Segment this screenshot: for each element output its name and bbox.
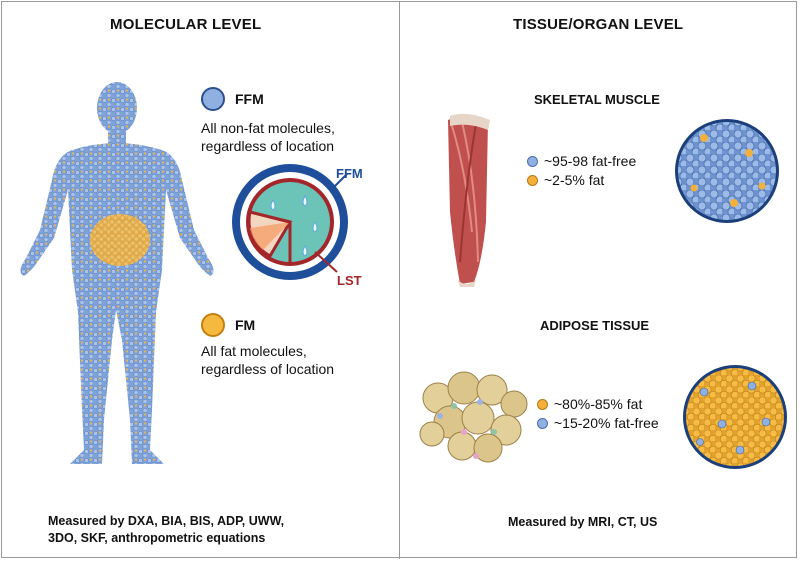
skeletal-muscle-illustration (448, 113, 490, 287)
muscle-legend-fat-free-text: ~95-98 fat-free (544, 153, 637, 169)
skeletal-muscle-title: SKELETAL MUSCLE (534, 92, 660, 107)
fat-free-dot-icon (537, 417, 548, 429)
ffm-description-line2: regardless of location (201, 138, 335, 154)
fm-circle-icon (201, 313, 225, 337)
left-footer-line1: Measured by DXA, BIA, BIS, ADP, UWW, (48, 514, 285, 528)
muscle-legend-fat-text: ~2-5% fat (544, 172, 605, 188)
fm-description-line1: All fat molecules, (201, 343, 307, 359)
human-body-illustration (20, 82, 214, 464)
fat-dot-icon (537, 398, 548, 410)
muscle-molecule-circle (675, 119, 779, 223)
fm-label: FM (235, 317, 256, 333)
adipose-tissue-title: ADIPOSE TISSUE (540, 318, 650, 333)
fm-description-line2: regardless of location (201, 361, 335, 377)
adipose-legend-fat-free-text: ~15-20% fat-free (554, 415, 659, 431)
ffm-description-line1: All non-fat molecules, (201, 120, 335, 136)
adipose-legend-fat: ~80%-85% fat (537, 396, 642, 412)
adipose-legend-fat-text: ~80%-85% fat (554, 396, 643, 412)
adipose-molecule-circle (683, 365, 787, 469)
ffm-label: FFM (235, 91, 264, 107)
fat-dot-icon (527, 174, 538, 186)
pie-outer-label: FFM (336, 166, 363, 181)
adipose-tissue-illustration (419, 371, 528, 463)
pie-inner-label: LST (337, 273, 362, 288)
tissue-organ-level-heading: TISSUE/ORGAN LEVEL (513, 16, 684, 33)
adipose-legend-fat-free: ~15-20% fat-free (537, 415, 659, 431)
left-footer-line2: 3DO, SKF, anthropometric equations (48, 531, 266, 545)
panel-divider (399, 1, 400, 559)
molecular-level-heading: MOLECULAR LEVEL (110, 16, 262, 33)
muscle-legend-fat-free: ~95-98 fat-free (527, 153, 636, 169)
muscle-legend-fat: ~2-5% fat (527, 172, 604, 188)
ffm-circle-icon (201, 87, 225, 111)
fat-free-dot-icon (527, 155, 538, 167)
ffm-lst-pie-diagram (232, 164, 348, 280)
right-footer: Measured by MRI, CT, US (508, 515, 658, 529)
